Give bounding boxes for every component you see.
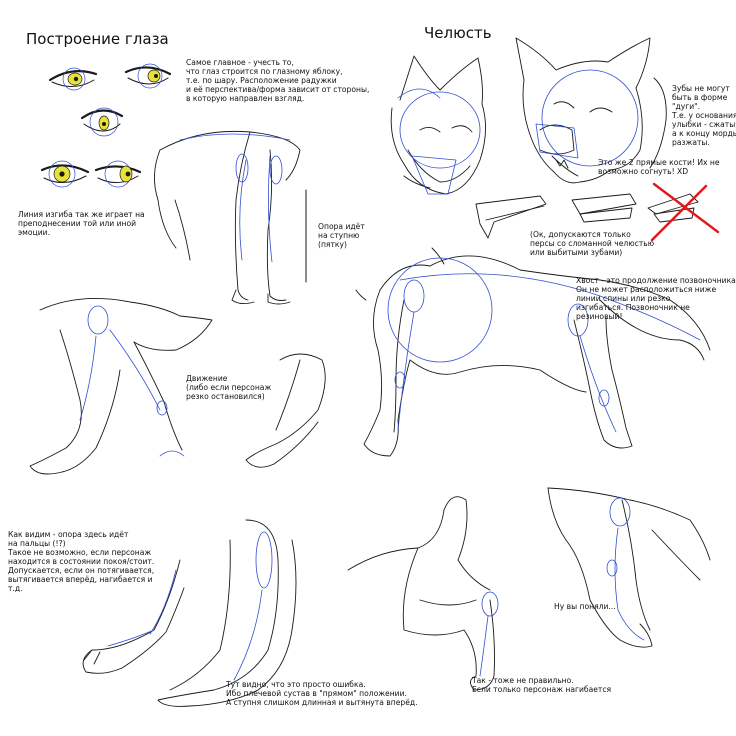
note-tail: Хвост - это продолжение позвоночника!Он … [576, 276, 736, 321]
wolf-front-sketch [154, 130, 307, 305]
note-line: улыбки - сжаты, [672, 120, 736, 129]
note-line: эмоции. [18, 228, 50, 237]
note-eye-main: Самое главное - учесть то,что глаз строи… [186, 58, 369, 103]
note-line: Движение [186, 374, 228, 383]
note-line: Зубы не могут [672, 84, 730, 93]
note-wrong: Так - тоже не правильно.Если только перс… [472, 676, 611, 694]
note-line: Ну вы поняли... [554, 602, 616, 611]
note-line: резиновый! [576, 312, 623, 321]
note-line: быть в форме [672, 93, 728, 102]
note-line: возможно согнуть! XD [598, 167, 689, 176]
note-line: "дуги". [672, 102, 701, 111]
note-line: на ступню [318, 231, 360, 240]
note-line: Хвост - это продолжение позвоночника! [576, 276, 736, 285]
note-line: Т.е. у основания [672, 111, 736, 120]
eye-sketch [80, 107, 124, 137]
jaw-section-title: Челюсть [424, 24, 492, 42]
note-line: персы со сломанной челюстью [530, 239, 655, 248]
note-line: А ступня слишком длинная и вытянута впер… [226, 698, 418, 707]
note-line: разжаты. [672, 138, 710, 147]
note-line: а к концу морды [672, 129, 736, 138]
note-line: на пальцы (!?) [8, 539, 66, 548]
eye-sketch [94, 160, 142, 188]
note-line: Допускается, если он потягивается, [8, 566, 155, 575]
note-line: Опора идёт [318, 222, 365, 231]
note-line: изгибаться. Позвоночник не [576, 303, 690, 312]
note-line: т.д. [8, 584, 23, 593]
note-line: Если только персонаж нагибается [472, 685, 612, 694]
note-line: и её перспектива/форма зависит от сторон… [186, 85, 370, 94]
note-line: (пятку) [318, 240, 347, 249]
wolf-body-sketch [355, 247, 711, 457]
note-line: Как видим - опора здесь идёт [8, 530, 129, 539]
eye-sketch [48, 67, 98, 91]
note-line: Так - тоже не правильно. [472, 676, 574, 685]
note-line: вытягивается вперёд, нагибается и [8, 575, 153, 584]
wolf-head-sketch [390, 55, 486, 195]
eye-section-title: Построение глаза [26, 30, 169, 48]
note-line: т.е. по шару. Расположение радужки [186, 76, 337, 85]
note-line: резко остановился) [186, 392, 265, 401]
wolf-leg-sketch [29, 298, 326, 475]
note-line: Такое не возможно, если персонаж [8, 548, 152, 557]
note-mistake: Тут видно, что это просто ошибка.Ибо пле… [226, 680, 418, 707]
note-line: или выбитыми зубами) [530, 248, 623, 257]
note-line: что глаз строится по глазному яблоку, [186, 67, 343, 76]
note-line: преподнесении той или иной [18, 219, 137, 228]
note-line: находится в состоянии покоя/стоит. [8, 557, 155, 566]
note-line: Ибо плечевой сустав в "прямом" положении… [226, 689, 407, 698]
note-line: линии спины или резко [576, 294, 671, 303]
eye-sketch [40, 160, 90, 188]
note-line: (либо если персонаж [186, 383, 272, 392]
note-line: Самое главное - учесть то, [186, 58, 294, 67]
wolf-head-sketch [515, 37, 667, 184]
note-line: Линия изгиба так же играет на [18, 210, 145, 219]
eye-sketch [124, 63, 172, 89]
note-got-it: Ну вы поняли... [554, 602, 616, 611]
note-line: (Ок, допускаются только [530, 230, 631, 239]
eye-sketches [40, 63, 172, 188]
jaw-bone-sketch [475, 193, 699, 239]
note-line: Тут видно, что это просто ошибка. [226, 680, 366, 689]
note-line: Это же 2 прямые кости! Их не [598, 158, 720, 167]
red-cross [650, 182, 720, 242]
wolf-body-sketch [347, 487, 711, 691]
wolf-leg-sketch [82, 519, 297, 707]
note-line: в которую направлен взгляд. [186, 94, 305, 103]
note-line: Он не может расположиться ниже [576, 285, 717, 294]
